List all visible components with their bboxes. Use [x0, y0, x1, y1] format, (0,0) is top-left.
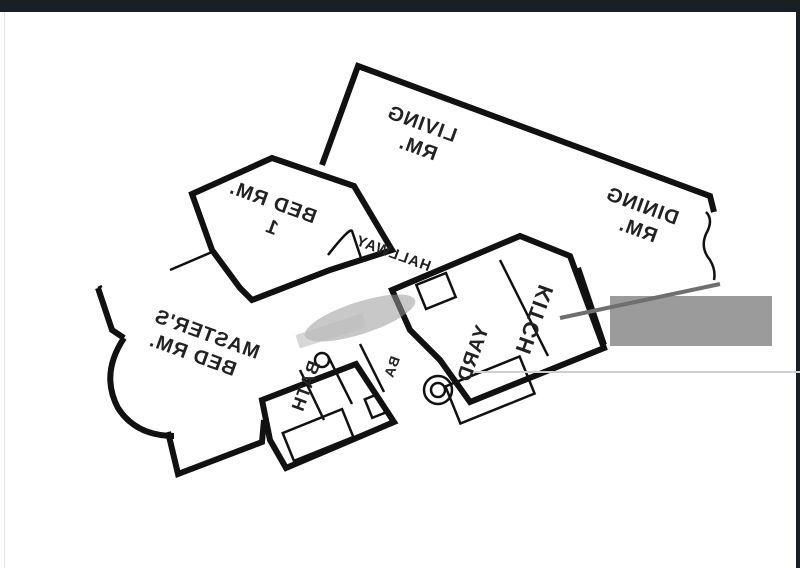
bed1-label-line2: 1 [262, 215, 281, 240]
bath-core-walls [258, 343, 399, 472]
right-frame-edge [796, 12, 800, 568]
left-frame-edge [0, 12, 5, 568]
master-bedroom-label: MASTER'S BED RM. [146, 305, 263, 381]
yard-label: YARD [453, 323, 494, 386]
bedroom-1-walls [169, 154, 397, 304]
dining-room-label: DINING RM. [603, 183, 682, 247]
bedroom-1-label: BED RM. 1 [226, 176, 319, 240]
balcony-strip [470, 282, 800, 373]
hallway-label: HALLWAY [353, 232, 433, 275]
yard-label-text: YARD [453, 323, 494, 386]
top-frame-bar [0, 0, 800, 12]
master-bedroom-walls [95, 284, 267, 479]
ba-label-text: BA [380, 354, 403, 380]
hallway-area [295, 294, 416, 349]
hallway-label-text: HALLWAY [353, 232, 433, 275]
living-room-label: LIVING RM. [384, 101, 460, 165]
ba-label: BA [380, 354, 403, 380]
